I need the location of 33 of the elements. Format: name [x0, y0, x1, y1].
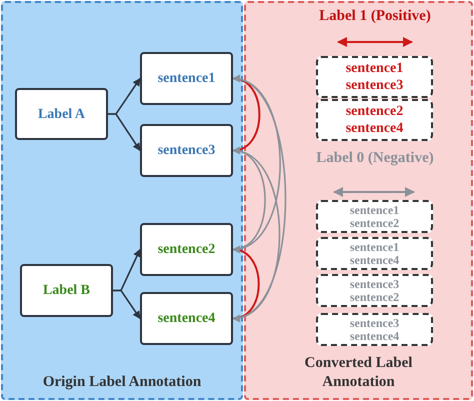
- negative-pair-box: [316, 274, 433, 307]
- class-label: Label 1 (Positive): [318, 8, 432, 25]
- node-text: Label A: [38, 106, 86, 124]
- arrow: [108, 113, 141, 152]
- node-text: sentence3 sentence4: [348, 316, 400, 342]
- converted-panel: [244, 1, 473, 400]
- sentence-box: [140, 223, 233, 276]
- node-text: sentence4: [158, 310, 216, 328]
- node-text: Label B: [42, 282, 90, 300]
- positive-pair-box: [316, 99, 433, 141]
- class-label: Label 0 (Negative): [315, 150, 435, 167]
- sentence-box: [140, 124, 233, 177]
- sentence-box: [140, 52, 233, 105]
- node-text: sentence2 sentence4: [344, 103, 404, 137]
- panel-title: Origin Label Annotation: [42, 373, 202, 392]
- node-text: sentence1 sentence4: [348, 240, 400, 266]
- origin-panel: [1, 1, 243, 400]
- node-text: sentence3: [158, 142, 216, 160]
- negative-pair-box: [316, 313, 433, 346]
- node-text: sentence1: [158, 70, 216, 88]
- curved-connector: [232, 148, 280, 321]
- panel-title: Converted Label Annotation: [304, 354, 414, 392]
- sentence-box: [140, 292, 233, 345]
- node-text: sentence1 sentence2: [348, 204, 400, 230]
- label-box: [15, 88, 108, 140]
- label-box: [20, 264, 113, 317]
- arrow: [113, 290, 141, 320]
- node-text: sentence3 sentence2: [348, 278, 400, 304]
- negative-pair-box: [316, 237, 433, 270]
- node-text: sentence1 sentence3: [344, 60, 404, 94]
- positive-pair-box: [316, 56, 433, 98]
- negative-pair-box: [316, 200, 433, 233]
- node-text: sentence2: [158, 241, 216, 259]
